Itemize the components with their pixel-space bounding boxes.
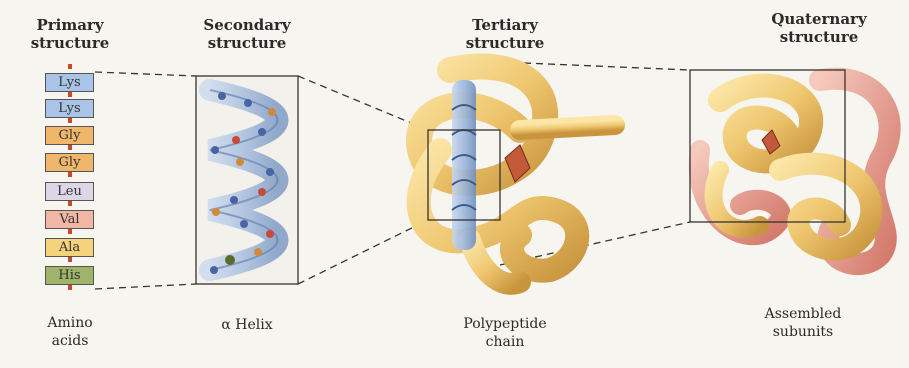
peptide-bond-connector: [68, 145, 72, 150]
peptide-bond-connector: [68, 172, 72, 177]
peptide-bond-connector: [68, 118, 72, 123]
peptide-bond-connector: [68, 64, 72, 69]
peptide-bond-connector: [68, 201, 72, 206]
assembled-subunits-illustration: [690, 70, 890, 264]
projection-line-secondary-bottom: [298, 220, 428, 284]
projection-line-secondary-top: [298, 76, 428, 130]
amino-acid-box: Lys: [45, 73, 94, 92]
alpha-helix-illustration: [196, 76, 298, 284]
projection-lines: [95, 62, 690, 289]
projection-line-primary-top: [95, 72, 196, 76]
amino-acid-box: Ala: [45, 238, 94, 257]
amino-acid-box: Lys: [45, 99, 94, 118]
amino-acid-box: Leu: [45, 182, 94, 201]
polypeptide-chain-illustration: [419, 66, 615, 283]
peptide-bond-connector: [68, 285, 72, 290]
amino-acid-box: Gly: [45, 153, 94, 172]
alpha-helix-caption: α Helix: [182, 316, 312, 334]
peptide-bond-connector: [68, 257, 72, 262]
projection-line-primary-bottom: [95, 284, 196, 289]
peptide-bond-connector: [68, 92, 72, 97]
amino-acid-box: Val: [45, 210, 94, 229]
amino-acid-box: Gly: [45, 126, 94, 145]
amino-acid-box: His: [45, 266, 94, 285]
peptide-bond-connector: [68, 229, 72, 234]
